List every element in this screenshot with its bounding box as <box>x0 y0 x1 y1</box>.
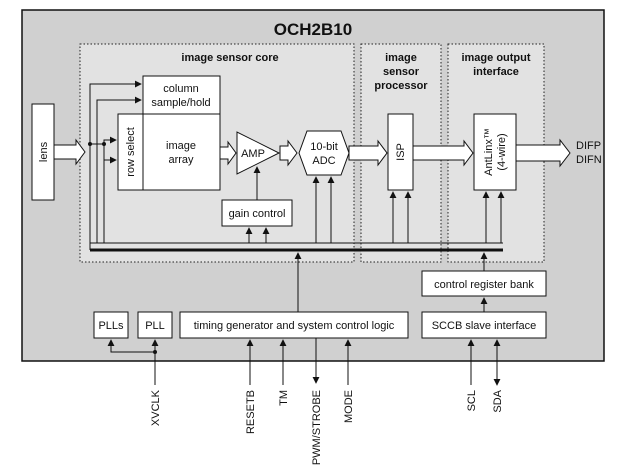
scl-pin-label: SCL <box>466 390 478 411</box>
junction-dot <box>88 142 92 146</box>
control-register-bank-label: control register bank <box>434 279 534 291</box>
mode-pin-label: MODE <box>343 390 355 423</box>
antlinx-label-1: AntLinx™ <box>483 128 495 176</box>
junction-dot <box>102 142 106 146</box>
pwm-strobe-pin-label: PWM/STROBE <box>311 390 323 465</box>
image-sensor-core-label: image sensor core <box>181 52 278 64</box>
plls-block <box>93 311 129 339</box>
xvclk-to-plls-line <box>107 339 155 353</box>
lens-output-arrow <box>53 138 86 166</box>
pll-label: PLL <box>145 320 165 332</box>
amp-label: AMP <box>241 148 265 160</box>
output-region-label-2: interface <box>473 66 519 78</box>
output-region-label-1: image output <box>461 52 530 64</box>
row-select-block <box>117 113 144 191</box>
sda-pin-label: SDA <box>492 389 504 412</box>
sccb-label: SCCB slave interface <box>432 320 537 332</box>
image-array-block <box>142 113 221 191</box>
adc-to-isp-arrow <box>348 139 388 167</box>
array-to-amp-arrow <box>219 140 237 166</box>
column-label-2: sample/hold <box>151 97 210 109</box>
isp-region-label-2: sensor <box>383 66 420 78</box>
junction-dot <box>153 350 157 354</box>
antlinx-block <box>473 113 517 191</box>
difn-label: DIFN <box>576 154 602 166</box>
column-sample-hold-block <box>142 75 221 115</box>
difp-label: DIFP <box>576 140 601 152</box>
adc-label-1: 10-bit <box>310 141 338 153</box>
gain-control-block <box>221 199 293 227</box>
isp-label: ISP <box>395 143 407 161</box>
sccb-block <box>421 311 547 339</box>
amp-triangle <box>236 131 281 175</box>
gain-control-label: gain control <box>229 208 286 220</box>
chip-title: OCH2B10 <box>274 20 352 39</box>
image-array-label-1: image <box>166 140 196 152</box>
pll-block <box>137 311 173 339</box>
resetb-pin-label: RESETB <box>245 390 257 434</box>
adc-label-2: ADC <box>312 155 335 167</box>
plls-label: PLLs <box>98 320 124 332</box>
bus-to-column-line-2 <box>96 96 142 243</box>
bus-to-row-select-line <box>103 136 117 243</box>
isp-to-antlinx-arrow <box>412 139 474 167</box>
output-arrow <box>515 138 571 168</box>
antlinx-label-2: (4-wire) <box>496 133 508 170</box>
image-array-label-2: array <box>168 154 194 166</box>
tm-pin-label: TM <box>278 390 290 406</box>
isp-region-label-3: processor <box>374 80 428 92</box>
timing-generator-block <box>179 311 409 339</box>
xvclk-pin-label: XVCLK <box>150 389 162 426</box>
adc-block <box>298 130 350 176</box>
lens-label: lens <box>38 141 50 162</box>
isp-region-label-1: image <box>385 52 417 64</box>
bus-to-column-line <box>89 80 142 250</box>
timing-generator-label: timing generator and system control logi… <box>194 320 395 332</box>
row-select-label: row select <box>125 127 137 177</box>
column-label-1: column <box>163 83 198 95</box>
amp-to-adc-arrow <box>279 139 298 167</box>
